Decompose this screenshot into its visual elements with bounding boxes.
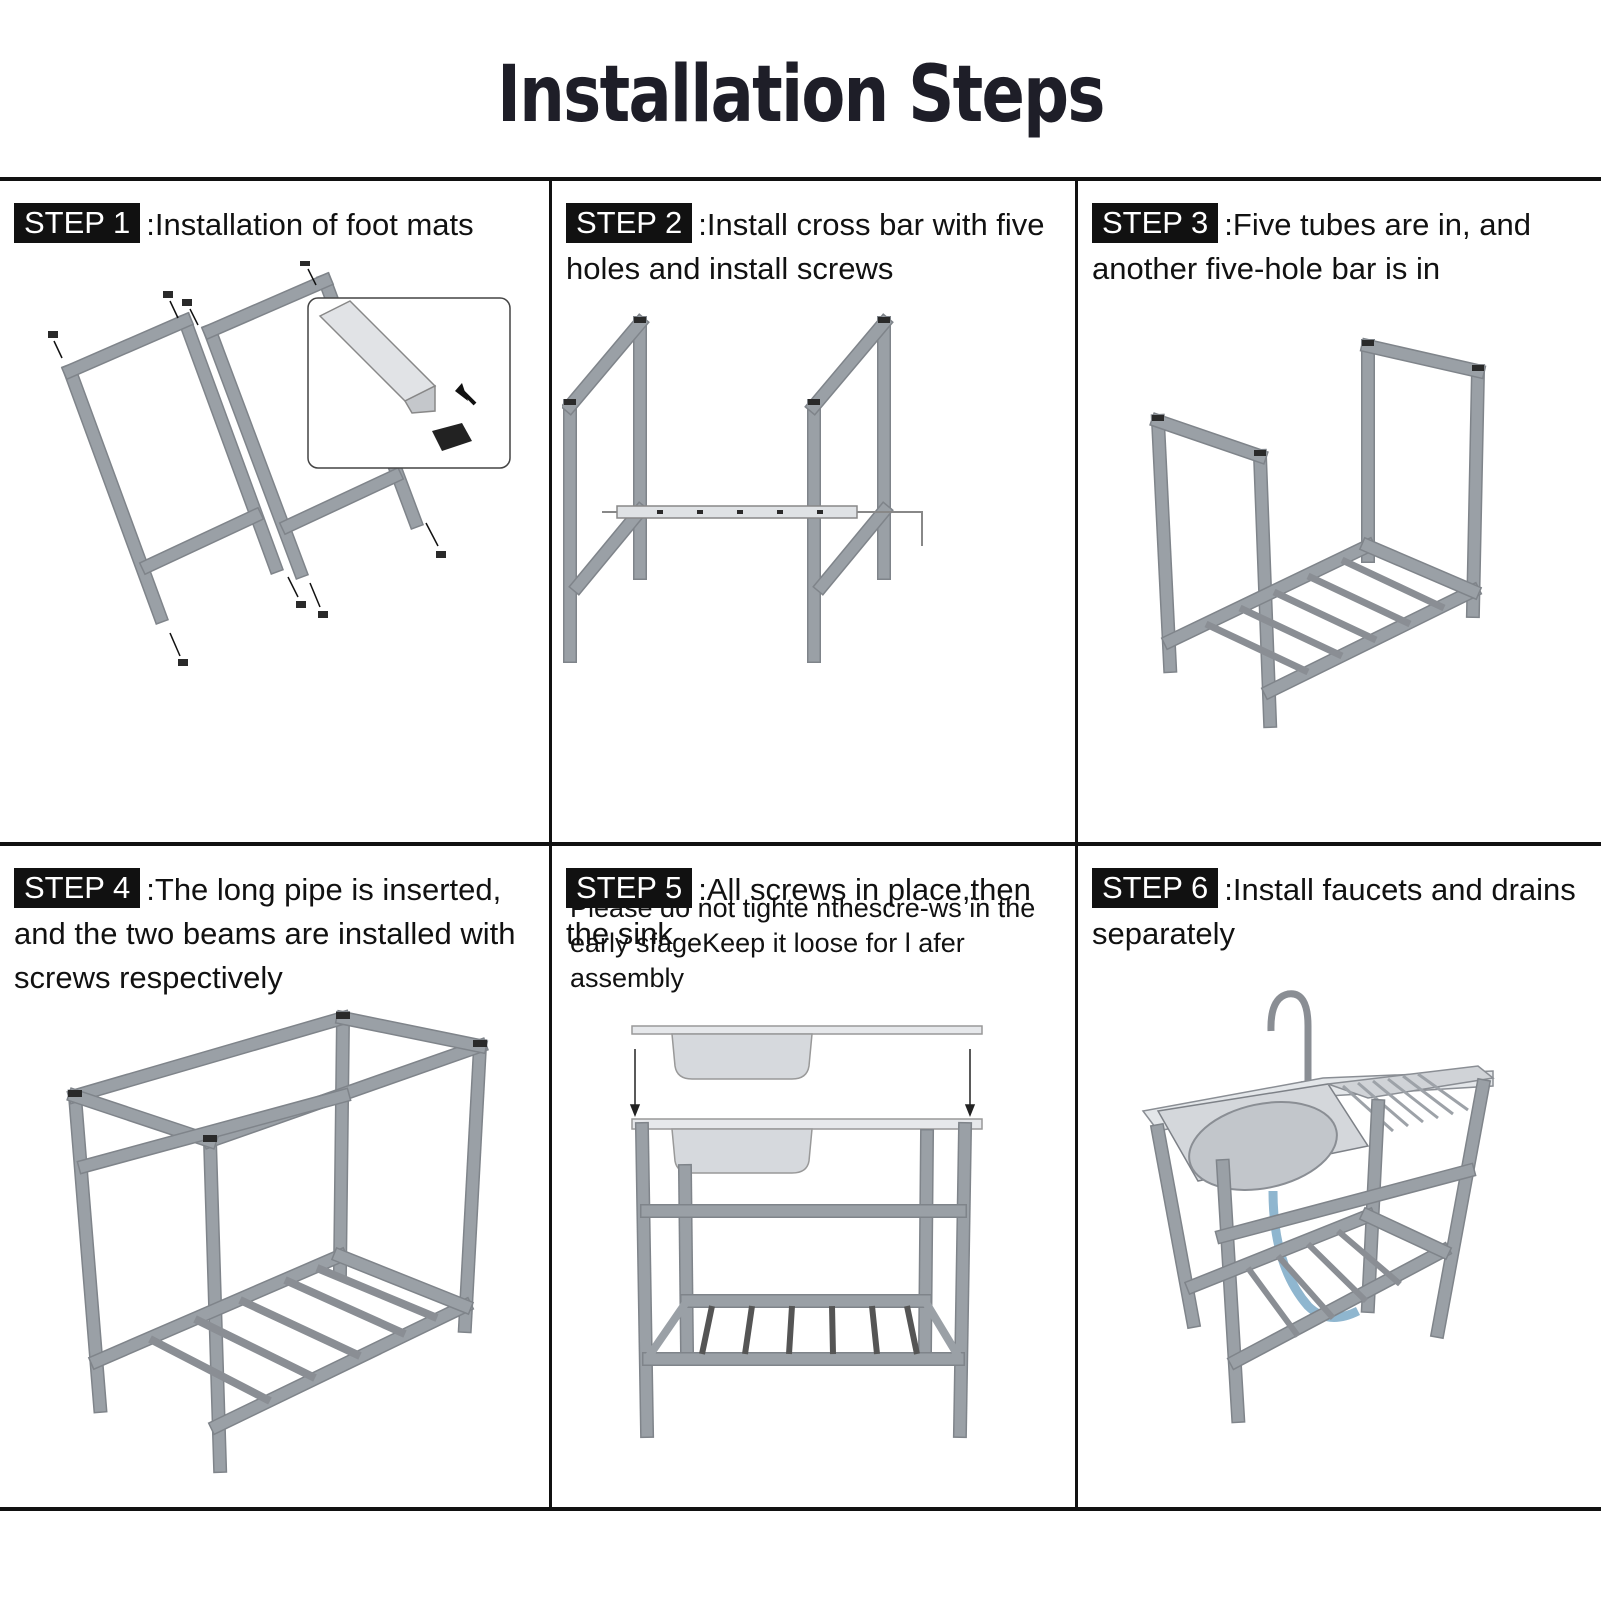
shelf-slats xyxy=(148,1264,439,1405)
stand-frame xyxy=(1149,1077,1492,1424)
step-5-caption: :All screws in place,then the sink xyxy=(566,872,1031,951)
right-frame xyxy=(1359,337,1487,619)
bottom-shelf xyxy=(1160,536,1483,701)
arrow-icons xyxy=(53,268,439,657)
step-4-frame-illustration xyxy=(66,1009,489,1474)
foot-mat-icons xyxy=(48,261,446,666)
step-6-sink-illustration xyxy=(1141,990,1495,1424)
step-2-tag: STEP 2 xyxy=(566,203,693,243)
step-2-heading: STEP 2:Install cross bar with five holes… xyxy=(566,203,1069,291)
step-6-caption: :Install faucets and drains separately xyxy=(1092,872,1576,951)
step-5-heading: STEP 5:All screws in place,then the sink xyxy=(566,868,1069,956)
left-frame xyxy=(562,313,650,663)
step-6-panel: STEP 6:Install faucets and drains separa… xyxy=(1078,846,1601,1507)
sink-basin xyxy=(1141,1065,1495,1191)
side-frame-left xyxy=(60,311,284,625)
step-3-caption: :Five tubes are in, and another five-hol… xyxy=(1092,207,1531,286)
step-5-tag: STEP 5 xyxy=(566,868,693,908)
step-5-panel: STEP 5:All screws in place,then the sink xyxy=(552,846,1075,1507)
steps-grid xyxy=(0,177,1601,1511)
step-3-tag: STEP 3 xyxy=(1092,203,1219,243)
step-1-tag: STEP 1 xyxy=(14,203,141,243)
step-4-heading: STEP 4:The long pipe is inserted, and th… xyxy=(14,868,543,1000)
left-frame xyxy=(1149,412,1278,729)
step-6-tag: STEP 6 xyxy=(1092,868,1219,908)
step-3-panel: STEP 3:Five tubes are in, and another fi… xyxy=(1078,181,1601,842)
step-2-frame-illustration xyxy=(562,313,923,663)
sink-top-hovering xyxy=(631,1025,983,1080)
frame-structure xyxy=(66,1009,489,1474)
assembled-stand xyxy=(631,1118,983,1439)
step-2-panel: STEP 2:Install cross bar with five holes… xyxy=(552,181,1075,993)
page-title: Installation Steps xyxy=(497,50,1105,140)
step-4-tag: STEP 4 xyxy=(14,868,141,908)
grid-divider-row xyxy=(0,842,1601,846)
step-1-panel: STEP 1:Installation of foot mats xyxy=(0,181,549,842)
step-3-frame-illustration xyxy=(1149,337,1487,729)
detail-inset xyxy=(307,297,511,469)
step-4-panel: STEP 4:The long pipe is inserted, and th… xyxy=(0,846,549,1507)
step-1-heading: STEP 1:Installation of foot mats xyxy=(14,203,543,247)
step-4-caption: :The long pipe is inserted, and the two … xyxy=(14,872,516,995)
cross-bar xyxy=(602,505,923,546)
step-2-caption: :Install cross bar with five holes and i… xyxy=(566,207,1045,286)
step-6-heading: STEP 6:Install faucets and drains separa… xyxy=(1092,868,1595,956)
step-5-sink-illustration xyxy=(629,1025,983,1439)
step-3-heading: STEP 3:Five tubes are in, and another fi… xyxy=(1092,203,1595,291)
right-frame xyxy=(804,313,894,663)
step-1-frame-illustration xyxy=(48,261,511,666)
step-1-caption: :Installation of foot mats xyxy=(146,207,474,242)
arrow-icons xyxy=(629,1049,976,1118)
